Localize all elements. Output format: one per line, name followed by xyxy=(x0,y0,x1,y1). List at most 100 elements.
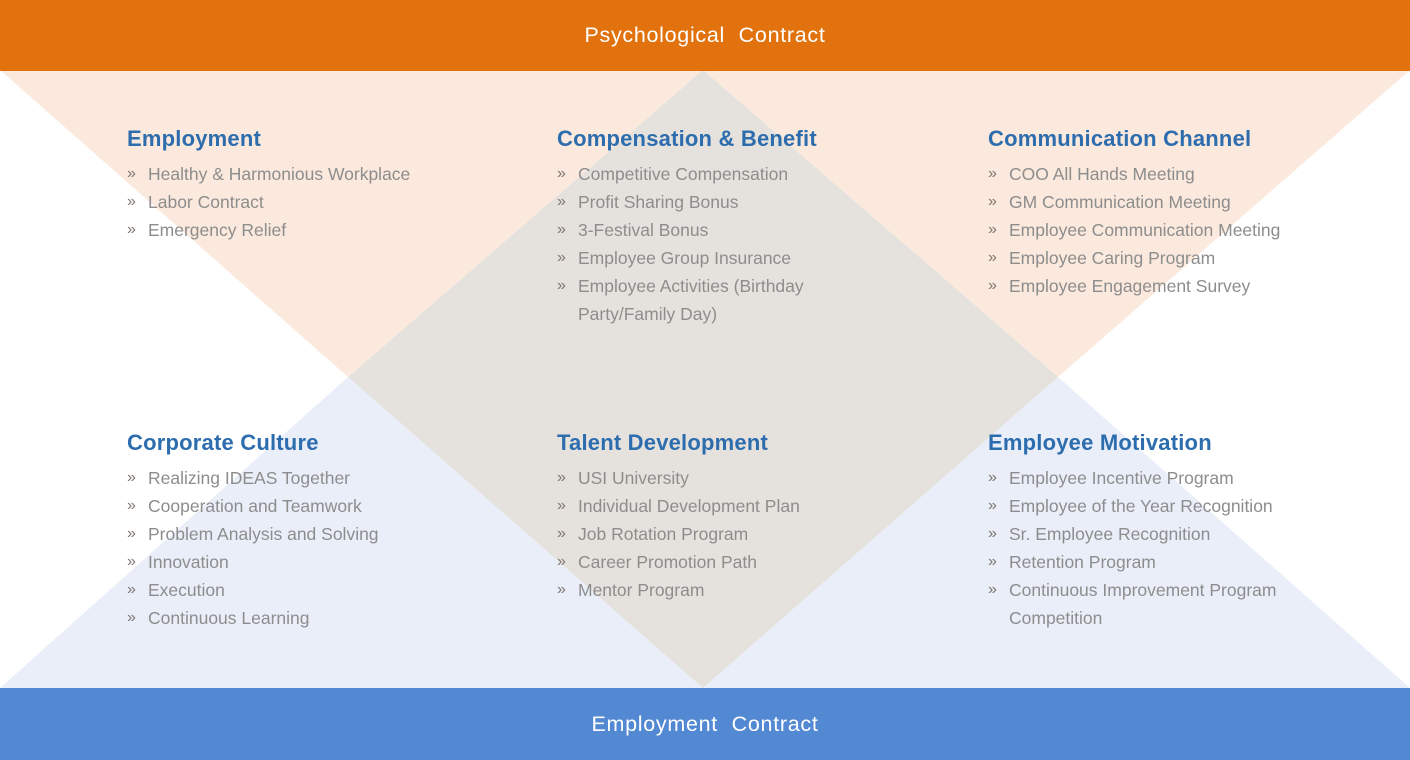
chevron-bullet-icon: » xyxy=(127,497,136,514)
list-item: »Labor Contract xyxy=(127,188,472,216)
chevron-bullet-icon: » xyxy=(557,193,566,210)
list-item-text: Emergency Relief xyxy=(148,220,287,240)
chevron-bullet-icon: » xyxy=(557,249,566,266)
list-item: » Mentor Program xyxy=(557,576,902,604)
chevron-bullet-icon: » xyxy=(557,469,566,486)
list-item-text: Continuous Improvement Program Competiti… xyxy=(1009,580,1277,628)
list-item: » Healthy & Harmonious Workplace xyxy=(127,160,472,188)
chevron-bullet-icon: » xyxy=(988,193,997,210)
employment-contract-banner: Employment Contract xyxy=(0,688,1410,760)
list-item-text: GM Communication Meeting xyxy=(1009,192,1231,212)
list-item: » Continuous Learning xyxy=(127,604,472,632)
list-item: » Job Rotation Program xyxy=(557,520,902,548)
list-item-text: Employee Group Insurance xyxy=(578,248,792,268)
list-item: » Employee Communication Meeting xyxy=(988,216,1333,244)
list-item-text: Employee Communication Meeting xyxy=(1009,220,1281,240)
list-item-text: Competitive Compensation xyxy=(578,164,789,184)
section-list: » Competitive Compensation » Profit Sharin… xyxy=(557,160,902,328)
list-item: » Continuous Improvement Program Competit… xyxy=(988,576,1333,632)
list-item: » Competitive Compensation xyxy=(557,160,902,188)
list-item-text: Employee Activities (Birthday Party/Fami… xyxy=(578,276,804,324)
list-item: »Problem Analysis and Solving xyxy=(127,520,472,548)
list-item: »Execution xyxy=(127,576,472,604)
list-item-text: USI University xyxy=(578,468,689,488)
list-item-text: Employee Caring Program xyxy=(1009,248,1216,268)
chevron-bullet-icon: » xyxy=(557,581,566,598)
list-item: »Emergency Relief xyxy=(127,216,472,244)
chevron-bullet-icon: » xyxy=(988,277,997,294)
section-list: » Realizing IDEAS Together » Cooperation a… xyxy=(127,464,472,632)
chevron-bullet-icon: » xyxy=(557,525,566,542)
section-employee-motivation: Employee Motivation » Employee Incentive … xyxy=(988,430,1333,632)
chevron-bullet-icon: » xyxy=(988,553,997,570)
center-gray-diamond xyxy=(348,70,1058,688)
section-title: Employee Motivation xyxy=(988,430,1212,455)
list-item: » Employee Caring Program xyxy=(988,244,1333,272)
list-item-text: 3-Festival Bonus xyxy=(578,220,709,240)
section-title: Communication Channel xyxy=(988,126,1252,151)
blue-bottom-triangles xyxy=(0,377,1410,688)
list-item: » COO All Hands Meeting xyxy=(988,160,1333,188)
list-item-text: Profit Sharing Bonus xyxy=(578,192,739,212)
list-item-text: COO All Hands Meeting xyxy=(1009,164,1195,184)
chevron-bullet-icon: » xyxy=(127,469,136,486)
chevron-bullet-icon: » xyxy=(988,469,997,486)
list-item-text: Employee of the Year Recognition xyxy=(1009,496,1273,516)
list-item-text: Career Promotion Path xyxy=(578,552,757,572)
section-title: Talent Development xyxy=(557,430,769,455)
chevron-bullet-icon: » xyxy=(127,193,136,210)
chevron-bullet-icon: » xyxy=(988,249,997,266)
chevron-bullet-icon: » xyxy=(988,165,997,182)
list-item-text: Innovation xyxy=(148,552,229,572)
list-item-text: Individual Development Plan xyxy=(578,496,800,516)
section-list: » USI University » Individual Development … xyxy=(557,464,902,604)
section-title: Corporate Culture xyxy=(127,430,319,455)
list-item: » Employee Engagement Survey xyxy=(988,272,1333,300)
list-item: » Employee Group Insurance xyxy=(557,244,902,272)
section-communication-channel: Communication Channel » COO All Hands Mee… xyxy=(988,126,1333,300)
list-item: » Realizing IDEAS Together xyxy=(127,464,472,492)
section-talent-development: Talent Development » USI University » Indi… xyxy=(557,430,902,604)
list-item: » Career Promotion Path xyxy=(557,548,902,576)
chevron-bullet-icon: » xyxy=(557,497,566,514)
psychological-contract-label: Psychological Contract xyxy=(584,23,826,47)
section-list: » COO All Hands Meeting » GM Communication… xyxy=(988,160,1333,300)
chevron-bullet-icon: » xyxy=(127,553,136,570)
section-title: Employment xyxy=(127,126,262,151)
chevron-bullet-icon: » xyxy=(988,221,997,238)
peach-top-triangles xyxy=(0,70,1410,377)
list-item-text: Realizing IDEAS Together xyxy=(148,468,351,488)
list-item: » GM Communication Meeting xyxy=(988,188,1333,216)
chevron-bullet-icon: » xyxy=(557,165,566,182)
chevron-bullet-icon: » xyxy=(127,609,136,626)
list-item-text: Retention Program xyxy=(1009,552,1156,572)
chevron-bullet-icon: » xyxy=(988,581,997,598)
list-item-text: Employee Incentive Program xyxy=(1009,468,1234,488)
list-item: »Sr. Employee Recognition xyxy=(988,520,1333,548)
list-item: » USI University xyxy=(557,464,902,492)
chevron-bullet-icon: » xyxy=(557,277,566,294)
list-item-text: Job Rotation Program xyxy=(578,524,749,544)
section-list: » Healthy & Harmonious Workplace »Labor C… xyxy=(127,160,472,244)
chevron-bullet-icon: » xyxy=(557,221,566,238)
list-item-text: Continuous Learning xyxy=(148,608,310,628)
list-item: » Individual Development Plan xyxy=(557,492,902,520)
list-item-text: Mentor Program xyxy=(578,580,705,600)
list-item-text: Healthy & Harmonious Workplace xyxy=(148,164,411,184)
psychological-contract-banner: Psychological Contract xyxy=(0,0,1410,71)
list-item: » Profit Sharing Bonus xyxy=(557,188,902,216)
section-employment: Employment » Healthy & Harmonious Workpla… xyxy=(127,126,472,244)
chevron-bullet-icon: » xyxy=(127,525,136,542)
chevron-bullet-icon: » xyxy=(557,553,566,570)
list-item-text: Employee Engagement Survey xyxy=(1009,276,1251,296)
list-item: » Innovation xyxy=(127,548,472,576)
list-item: » 3-Festival Bonus xyxy=(557,216,902,244)
section-list: » Employee Incentive Program » Employee of… xyxy=(988,464,1333,632)
list-item-text: Cooperation and Teamwork xyxy=(148,496,362,516)
list-item: » Retention Program xyxy=(988,548,1333,576)
chevron-bullet-icon: » xyxy=(988,497,997,514)
chevron-bullet-icon: » xyxy=(988,525,997,542)
chevron-bullet-icon: » xyxy=(127,165,136,182)
section-title: Compensation & Benefit xyxy=(557,126,817,151)
